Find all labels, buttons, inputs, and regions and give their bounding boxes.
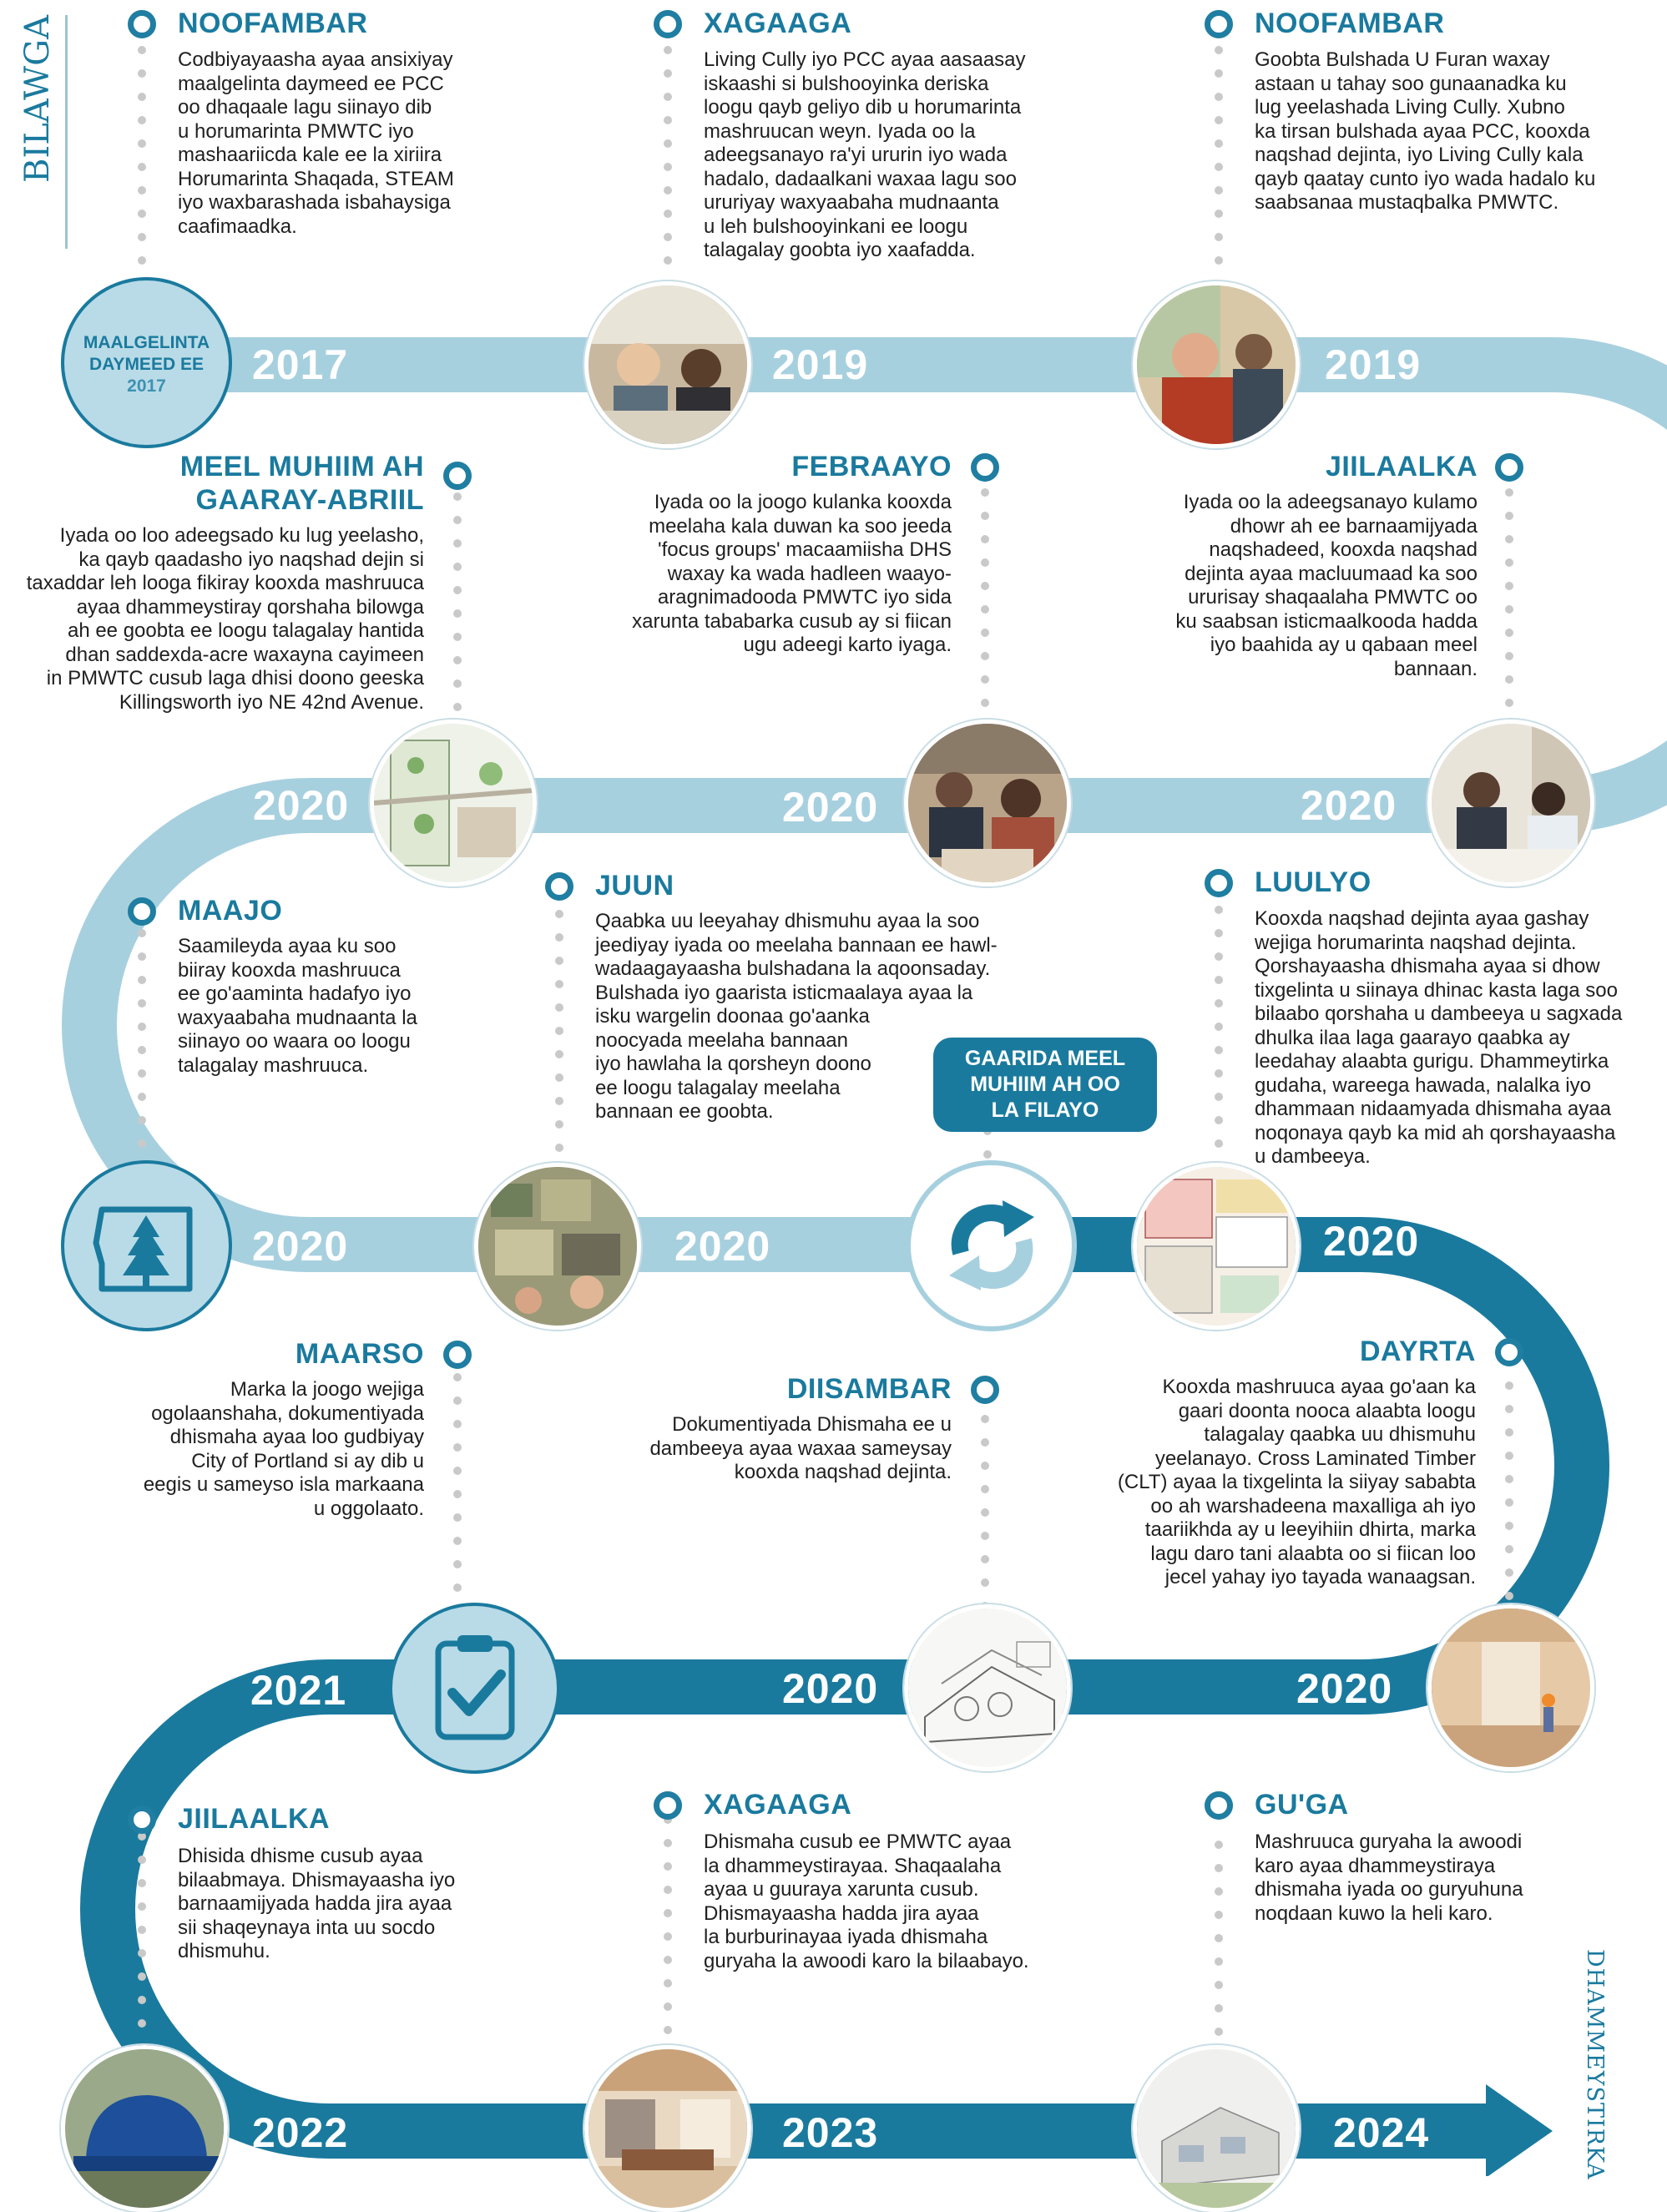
milestone-heading: MEEL MUHIIM AH GAARAY-ABRIIL bbox=[179, 451, 424, 516]
milestone-description: Living Cully iyo PCC ayaa aasaasay iskaa… bbox=[704, 48, 1026, 261]
dotted-connectors bbox=[138, 46, 1513, 2036]
milestone-description: Mashruuca guryaha la awoodi karo ayaa dh… bbox=[1255, 1831, 1523, 1925]
building-sketch-image bbox=[904, 1604, 1071, 1771]
first-node-line3: 2017 bbox=[127, 376, 166, 396]
year-label: 2017 bbox=[252, 341, 349, 388]
timber-interior-photo bbox=[1427, 1604, 1594, 1771]
track-segment-dark bbox=[80, 1217, 1609, 2159]
year-label: 2020 bbox=[252, 1223, 349, 1270]
milestone-description: Iyada oo loo adeegsado ku lug yeelasho, … bbox=[26, 524, 424, 714]
milestone-marker bbox=[443, 1341, 472, 1369]
refresh-icon bbox=[949, 1200, 1034, 1290]
milestone-heading: XAGAAGA bbox=[704, 1789, 852, 1821]
year-label: 2021 bbox=[250, 1667, 347, 1714]
milestone-marker bbox=[128, 897, 156, 926]
milestone-description: Kooxda naqshad dejinta ayaa gashay wejig… bbox=[1255, 907, 1623, 1168]
first-node-circle: MAALGELINTA DAYMEED EE 2017 bbox=[61, 277, 232, 448]
first-node-line1: MAALGELINTA bbox=[83, 333, 210, 352]
milestone-marker bbox=[128, 1805, 156, 1834]
year-label: 2020 bbox=[1301, 782, 1397, 829]
milestone-marker bbox=[654, 10, 682, 38]
hard-hat-photo bbox=[61, 2045, 228, 2212]
milestone-marker bbox=[971, 1376, 999, 1404]
new-facility-photo bbox=[584, 2045, 751, 2212]
year-label: 2020 bbox=[1323, 1218, 1420, 1265]
milestone-description: Dhisida dhisme cusub ayaa bilaabmaya. Dh… bbox=[178, 1845, 456, 1962]
end-side-label: DHAMMEYSTIRKA bbox=[1582, 1949, 1608, 2180]
decision-cycle-circle bbox=[906, 1160, 1077, 1331]
year-label: 2020 bbox=[782, 1665, 879, 1712]
year-label: 2023 bbox=[782, 2109, 879, 2156]
year-label: 2019 bbox=[1325, 341, 1422, 388]
site-plan-image bbox=[370, 720, 537, 886]
year-label: 2020 bbox=[782, 784, 879, 831]
oregon-tree-circle bbox=[61, 1160, 232, 1331]
milestone-description: Saamileyda ayaa ku soo biiray kooxda mas… bbox=[178, 935, 417, 1077]
milestone-description: Marka la joogo wejiga ogolaanshaha, doku… bbox=[143, 1378, 424, 1520]
milestone-description: Kooxda mashruuca ayaa go'aan ka gaari do… bbox=[1117, 1376, 1476, 1588]
track-arrow-head bbox=[1486, 2084, 1553, 2176]
start-side-label: BILAWGA bbox=[18, 15, 68, 249]
milestone-heading: MAARSO bbox=[295, 1338, 424, 1370]
milestone-heading: JIILAALKA bbox=[178, 1803, 331, 1835]
milestone-marker bbox=[443, 462, 472, 490]
milestone-heading: DAYRTA bbox=[1359, 1336, 1476, 1367]
milestone-marker bbox=[1495, 453, 1523, 482]
milestone-description: Codbiyayaasha ayaa ansixiyay maalgelinta… bbox=[178, 48, 454, 238]
focus-group-photo bbox=[904, 720, 1071, 886]
milestone-marker bbox=[654, 1791, 682, 1820]
year-label: 2019 bbox=[772, 341, 869, 388]
housing-rendering-image bbox=[1133, 2045, 1300, 2212]
milestone-heading: NOOFAMBAR bbox=[1255, 8, 1445, 39]
milestone-heading: JUUN bbox=[595, 870, 674, 901]
clipboard-circle bbox=[389, 1603, 560, 1774]
milestone-marker bbox=[1205, 10, 1233, 38]
planning-map-photo bbox=[474, 1163, 641, 1330]
milestone-heading: DIISAMBAR bbox=[786, 1373, 952, 1405]
milestone-description: Iyada oo la joogo kulanka kooxda meelaha… bbox=[632, 491, 952, 656]
meeting-photo bbox=[584, 281, 751, 448]
oregon-tree-icon bbox=[93, 1206, 193, 1292]
clipboard-check-icon bbox=[435, 1635, 515, 1740]
milestone-heading: NOOFAMBAR bbox=[178, 8, 368, 39]
staff-meeting-photo bbox=[1427, 720, 1594, 886]
milestone-heading: MAAJO bbox=[178, 895, 283, 927]
milestone-description: Qaabka uu leeyahay dhismuhu ayaa la soo … bbox=[595, 910, 998, 1123]
community-event-photo bbox=[1133, 281, 1300, 448]
milestone-marker bbox=[1205, 869, 1233, 897]
milestone-description: Dhismaha cusub ee PMWTC ayaa la dhammeys… bbox=[704, 1831, 1029, 1972]
year-label: 2020 bbox=[253, 782, 350, 829]
milestone-heading: LUULYO bbox=[1255, 866, 1371, 898]
milestone-description: Goobta Bulshada U Furan waxay astaan u t… bbox=[1255, 48, 1596, 214]
milestone-heading: FEBRAAYO bbox=[791, 451, 952, 482]
milestone-heading: JIILAALKA bbox=[1325, 451, 1478, 482]
milestone-heading: XAGAAGA bbox=[704, 8, 852, 39]
milestone-marker bbox=[971, 453, 999, 482]
milestone-marker bbox=[128, 10, 156, 38]
milestone-description: Iyada oo la adeegsanayo kulamo dhowr ah … bbox=[1175, 491, 1478, 680]
milestone-marker bbox=[1495, 1338, 1523, 1366]
year-label: 2020 bbox=[1296, 1665, 1393, 1712]
milestone-marker bbox=[545, 872, 573, 901]
year-label: 2022 bbox=[252, 2109, 349, 2156]
floor-plan-image bbox=[1133, 1163, 1300, 1330]
first-node-line2: DAYMEED EE bbox=[89, 355, 204, 374]
milestone-description: Dokumentiyada Dhismaha ee u dambeeya aya… bbox=[649, 1413, 952, 1483]
expected-milestone-badge: GAARIDA MEEL MUHIIM AH OO LA FILAYO bbox=[933, 1038, 1157, 1132]
milestone-heading: GU'GA bbox=[1255, 1789, 1349, 1821]
year-label: 2024 bbox=[1333, 2109, 1430, 2156]
milestone-marker bbox=[1205, 1791, 1233, 1820]
year-label: 2020 bbox=[674, 1223, 771, 1270]
